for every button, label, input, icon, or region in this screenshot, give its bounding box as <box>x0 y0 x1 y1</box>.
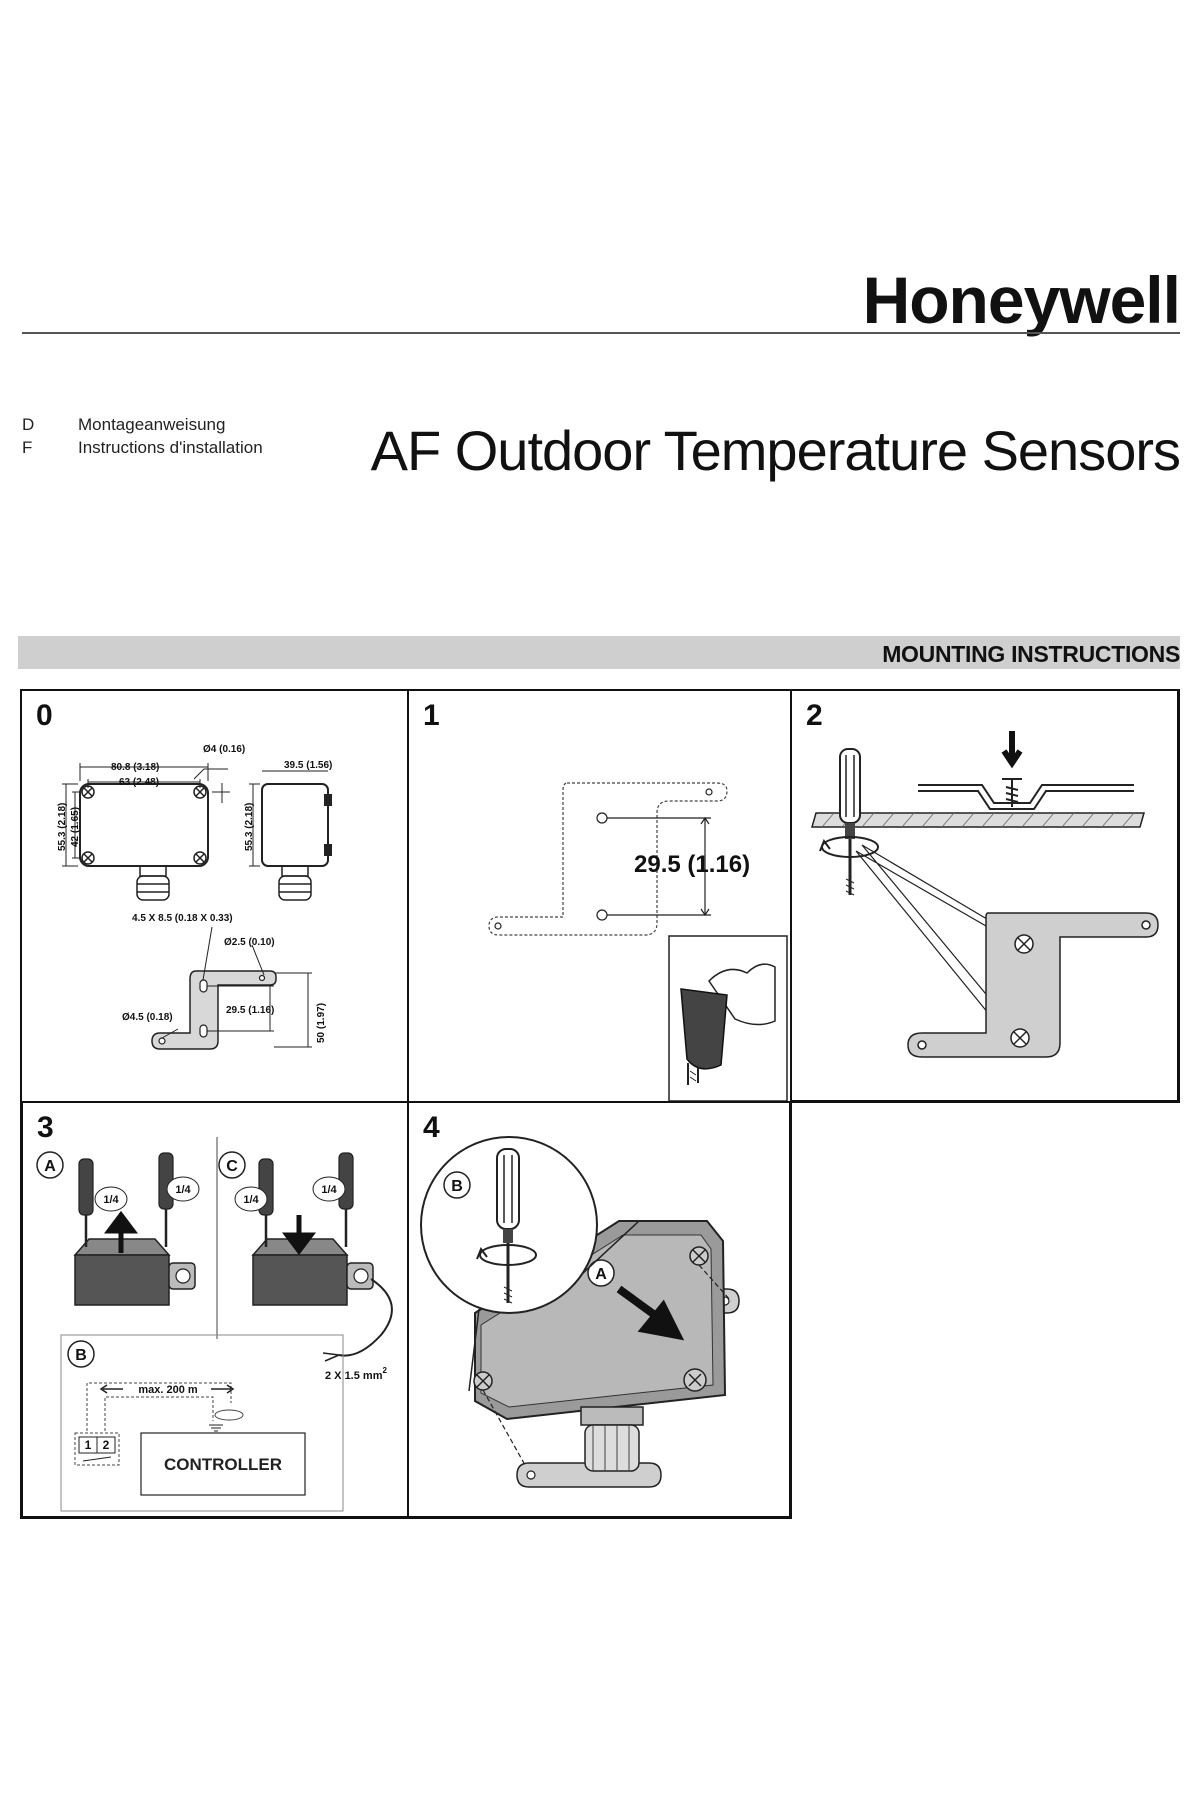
quarter-turn-label: 1/4 <box>175 1184 191 1196</box>
wiring-drawing: A C B <box>36 1137 393 1512</box>
controller-box <box>140 1432 306 1496</box>
language-label: Instructions d'installation <box>78 438 263 457</box>
drill-mark-icon <box>596 812 608 824</box>
label-a: A <box>44 1158 56 1175</box>
cable-icon <box>338 1278 393 1357</box>
language-code: D <box>22 415 35 434</box>
housing-front <box>79 783 209 867</box>
section-title: MOUNTING INSTRUCTIONS <box>882 641 1180 667</box>
language-label: Montageanweisung <box>78 415 226 434</box>
wire-spec-text: 2 X 1.5 mm <box>325 1370 383 1382</box>
dimension-drawing: 80.8 (3.18) 63 (2.48) Ø4 (0.16) 39.5 (1.… <box>57 744 332 1050</box>
plate-section <box>918 784 1134 804</box>
cable-gland-icon <box>139 865 167 877</box>
dim-height-side: 55.3 (2.18) <box>244 803 255 851</box>
drill-spacing: 29.5 (1.16) <box>634 851 750 878</box>
language-list: D Montageanweisung F Instructions d'instal… <box>22 413 263 459</box>
label-circle-b <box>443 1171 471 1199</box>
brand-logo: Honeywell <box>862 263 1181 337</box>
step-panel-4: A B 4 <box>407 1101 792 1519</box>
housing-open <box>73 1238 196 1306</box>
screwing-drawing <box>811 731 1159 1058</box>
screw-icon <box>193 851 207 865</box>
wall-section <box>811 812 1145 828</box>
step-panel-3: A C B <box>20 1101 409 1519</box>
screwdriver-icon <box>839 748 861 896</box>
dim-plate-height: 50 (1.97) <box>316 1003 327 1043</box>
screwdriver-icon <box>496 1148 520 1304</box>
housing-side <box>261 783 329 867</box>
dim-height-holes: 42 (1.65) <box>70 807 81 847</box>
dim-slot: 4.5 X 8.5 (0.18 X 0.33) <box>132 913 233 924</box>
rotate-arrow-icon <box>479 1244 537 1266</box>
housing-closed <box>251 1238 374 1306</box>
cable-gland-icon <box>281 865 309 877</box>
quarter-turn-label: 1/4 <box>243 1194 259 1206</box>
language-item-f: F Instructions d'installation <box>22 436 263 459</box>
dim-width-outer: 80.8 (3.18) <box>111 762 159 773</box>
arrow-down-icon <box>282 1215 316 1256</box>
dim-hole-spacing: 29.5 (1.16) <box>226 1005 274 1016</box>
step-number: 2 <box>806 699 823 732</box>
step-number: 0 <box>36 699 53 732</box>
label-c: C <box>226 1158 238 1175</box>
step-number: 3 <box>37 1111 54 1144</box>
dim-hole-dia: Ø4 (0.16) <box>203 744 245 755</box>
step-number: 1 <box>423 699 440 732</box>
terminal-2: 2 <box>103 1438 110 1452</box>
screwdriver-icon <box>78 1158 94 1216</box>
dim-depth: 39.5 (1.56) <box>284 760 332 771</box>
label-circle-c <box>218 1151 246 1179</box>
dim-width-holes: 63 (2.48) <box>119 777 159 788</box>
cable-length: max. 200 m <box>138 1384 198 1396</box>
label-a: A <box>595 1266 607 1283</box>
step-number: 4 <box>423 1111 440 1144</box>
drill-mark-icon <box>596 909 608 921</box>
plate-outline <box>488 782 728 936</box>
drill-icon <box>680 988 728 1085</box>
step-panel-1: 29.5 (1.16) 1 <box>407 689 792 1103</box>
screw-icon <box>1002 778 1022 807</box>
closing-drawing: A B <box>420 1136 740 1488</box>
drilling-drawing: 29.5 (1.16) <box>488 782 788 1101</box>
arrow-up-icon <box>104 1210 138 1253</box>
step-panel-0: 80.8 (3.18) 63 (2.48) Ø4 (0.16) 39.5 (1.… <box>20 689 409 1103</box>
wire-spec: 2 X 1.5 mm2 <box>325 1366 387 1382</box>
arrow-push-icon <box>616 1285 685 1341</box>
label-circle-b <box>67 1340 95 1368</box>
header-rule <box>22 332 1180 334</box>
slot-hole <box>199 979 208 993</box>
hand-icon <box>708 963 776 1026</box>
language-item-d: D Montageanweisung <box>22 413 263 436</box>
dim-height-outer: 55.3 (2.18) <box>57 803 68 851</box>
label-circle-a <box>36 1151 64 1179</box>
arrow-down-icon <box>1001 731 1023 769</box>
terminal-1: 1 <box>85 1438 92 1452</box>
wire-spec-sup: 2 <box>382 1366 387 1375</box>
language-code: F <box>22 438 33 457</box>
section-bar <box>18 636 1180 669</box>
cable-gland-icon <box>580 1406 644 1472</box>
quarter-turn-label: 1/4 <box>103 1194 119 1206</box>
quarter-turn-label: 1/4 <box>321 1184 337 1196</box>
mounting-plate <box>907 912 1159 1058</box>
label-circle-a <box>587 1259 615 1287</box>
label-b: B <box>75 1347 87 1364</box>
dim-small-hole: Ø2.5 (0.10) <box>224 937 275 948</box>
document-title: AF Outdoor Temperature Sensors <box>370 419 1181 482</box>
mounting-plate <box>151 970 277 1050</box>
controller-label: CONTROLLER <box>164 1455 282 1474</box>
step-panel-2: 2 <box>790 689 1180 1103</box>
label-b: B <box>451 1178 463 1195</box>
dim-mount-hole: Ø4.5 (0.18) <box>122 1012 173 1023</box>
wiring-diagram-box <box>60 1334 344 1512</box>
